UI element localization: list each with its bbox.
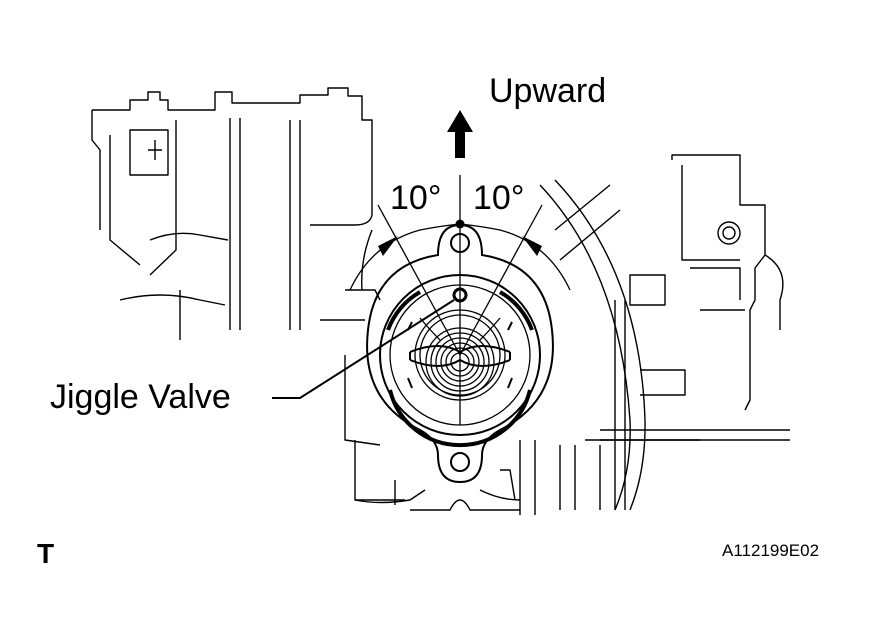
corner-mark: T [37,538,54,569]
jiggle-valve-leader [272,299,455,399]
upward-arrow-icon [447,110,473,158]
engine-block-outline [91,87,790,515]
angle-right-label: 10° [473,179,524,217]
figure-code: A112199E02 [722,541,819,560]
angle-left-label: 10° [390,179,441,217]
jiggle-valve-label: Jiggle Valve [50,378,231,416]
upward-label: Upward [489,72,606,110]
angle-indicator [349,175,571,425]
